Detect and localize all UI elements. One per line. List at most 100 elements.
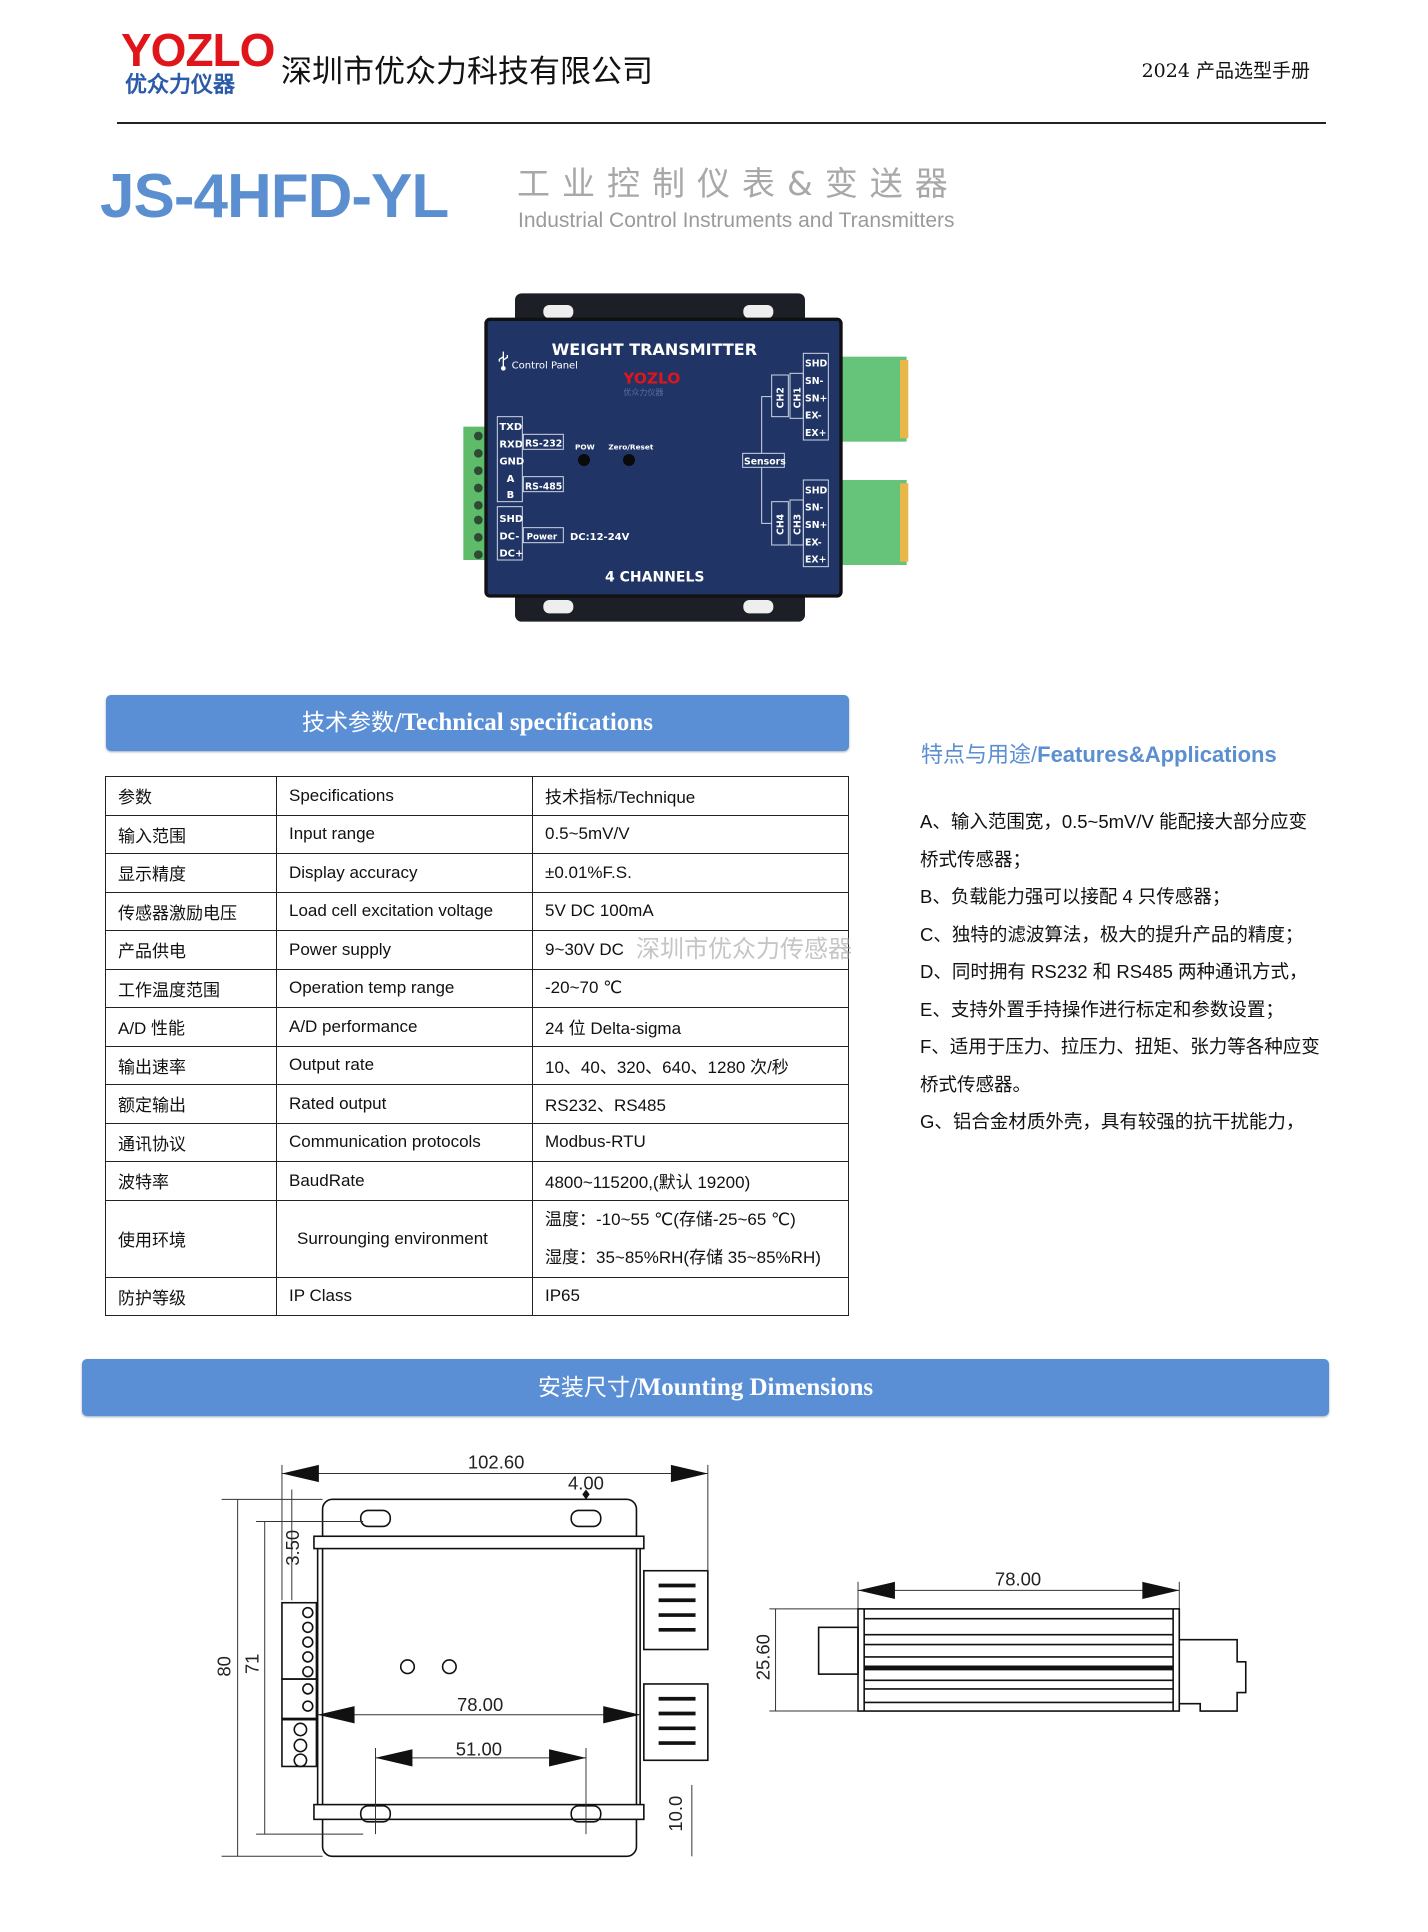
sensor-pin: EX+ [805, 555, 826, 566]
dim-bottom: 10.0 [665, 1796, 686, 1832]
device-logo-sub: 优众力仪器 [623, 387, 663, 397]
terminal-screws [474, 431, 483, 559]
feature-item: A、输入范围宽，0.5~5mV/V 能配接大部分应变桥式传感器； [920, 811, 1308, 870]
logo-subtext: 优众力仪器 [125, 73, 236, 98]
value-cell: 4800~115200,(默认 19200) [532, 1161, 849, 1201]
catalog-label: 2024 产品选型手册 [1141, 60, 1310, 82]
param-en-cell: Communication protocols [276, 1122, 533, 1162]
category-en: Industrial Control Instruments and Trans… [518, 209, 955, 232]
param-cn-cell: 使用环境 [105, 1199, 277, 1278]
usb-icon [498, 351, 508, 371]
value-cell: 5V DC 100mA [532, 891, 849, 931]
mounting-slot [543, 600, 574, 614]
param-en-cell: Rated output [276, 1084, 533, 1124]
feature-item: C、独特的滤波算法，极大的提升产品的精度； [920, 923, 1304, 945]
pow-led [578, 454, 590, 466]
dimension-arrows [281, 1464, 1180, 1767]
pin-label: RXD [499, 439, 523, 450]
dim-height-80: 80 [213, 1656, 234, 1677]
device-body [484, 317, 843, 598]
zero-reset-label: Zero/Reset [608, 442, 654, 451]
company-logo: YOZLO 优众力仪器 [121, 24, 275, 107]
param-en-cell: IP Class [276, 1276, 533, 1316]
param-cn-cell: A/D 性能 [105, 1007, 277, 1047]
value-cell: 0.5~5mV/V [532, 814, 849, 854]
param-cn-cell: 工作温度范围 [105, 968, 277, 1008]
spec-heading-cn: 技术参数/ [302, 710, 402, 736]
side-view [817, 1608, 1247, 1712]
param-en-cell: A/D performance [276, 1007, 533, 1047]
channels-label: 4 CHANNELS [605, 570, 704, 586]
mounting-heading-cn: 安装尺寸/ [537, 1375, 638, 1401]
features-heading-cn: 特点与用途/ [921, 742, 1038, 767]
dim-height-71: 71 [242, 1654, 263, 1675]
dim-overall-width: 102.60 [468, 1452, 524, 1473]
value-line: 温度：-10~55 ℃(存储-25~65 ℃) [545, 1209, 796, 1229]
feature-item: D、同时拥有 RS232 和 RS485 两种通讯方式， [920, 961, 1308, 982]
sensor-pin: SN- [805, 376, 824, 387]
param-cn-cell: 通讯协议 [105, 1122, 277, 1162]
sensor-pin: EX- [805, 411, 822, 422]
dc-voltage-label: DC:12-24V [570, 532, 630, 543]
param-en-cell: Output rate [276, 1045, 533, 1085]
feature-item: E、支持外置手持操作进行标定和参数设置； [920, 998, 1284, 1020]
param-cn-cell: 波特率 [105, 1161, 277, 1201]
param-en-cell: Load cell excitation voltage [276, 891, 533, 931]
param-cn-cell: 参数 [105, 776, 277, 816]
channel-label: CH3 [793, 514, 804, 535]
channel-label: CH1 [793, 387, 804, 408]
sensor-pin: EX+ [805, 428, 826, 439]
value-cell: Modbus-RTU [532, 1122, 849, 1162]
pin-label: DC- [499, 531, 519, 542]
param-en-cell: BaudRate [276, 1161, 533, 1201]
sensors-label: Sensors [744, 456, 786, 467]
param-cn-cell: 防护等级 [105, 1276, 277, 1316]
mounting-slot [743, 305, 774, 319]
pin-label: DC+ [499, 549, 523, 560]
pin-label: B [507, 490, 515, 501]
value-cell: 24 位 Delta-sigma [532, 1007, 849, 1047]
mounting-slot [743, 600, 774, 614]
param-en-cell: Input range [276, 814, 533, 854]
rs485-label: RS-485 [525, 481, 562, 492]
param-cn-cell: 输入范围 [105, 814, 277, 854]
param-en-cell: Specifications [276, 776, 533, 816]
spec-heading-en: Technical specifications [401, 709, 653, 736]
param-cn-cell: 显示精度 [105, 853, 277, 893]
features-heading-en: Features&Applications [1037, 742, 1277, 767]
param-cn-cell: 传感器激励电压 [105, 891, 277, 931]
dim-body-width: 78.00 [457, 1694, 503, 1715]
sensor-pin: SN+ [805, 520, 827, 531]
value-cell: 9~30V DC [532, 930, 849, 970]
product-model: JS-4HFD-YL [100, 162, 449, 231]
control-panel-label: Control Panel [512, 360, 578, 371]
pin-label: TXD [499, 422, 522, 433]
value-cell: 温度：-10~55 ℃(存储-25~65 ℃)湿度：35~85%RH(存储 35… [532, 1199, 849, 1278]
zero-reset-button[interactable] [623, 454, 635, 466]
channel-label: CH2 [775, 387, 786, 408]
device-logo: YOZLO [622, 369, 680, 387]
dimension-lines [221, 1464, 1180, 1857]
logo-text: YOZLO [121, 24, 275, 76]
value-cell: ±0.01%F.S. [532, 853, 849, 893]
sensor-terminal-bottom [836, 480, 907, 565]
param-en-cell: Power supply [276, 930, 533, 970]
mounting-section-header: 安装尺寸/Mounting Dimensions [82, 1359, 1329, 1416]
feature-item: G、铝合金材质外壳，具有较强的抗干扰能力， [920, 1111, 1305, 1132]
header-divider [117, 122, 1326, 124]
pin-label: A [507, 474, 515, 485]
sensor-terminal-top [836, 356, 907, 442]
pin-label-boxes [496, 416, 564, 561]
dim-hole-spacing: 51.00 [456, 1738, 502, 1759]
param-cn-cell: 额定输出 [105, 1084, 277, 1124]
sensor-label-boxes [742, 352, 829, 568]
channel-label: CH4 [775, 513, 786, 535]
sensor-pin: SHD [805, 359, 828, 370]
dim-side-width: 78.00 [995, 1568, 1041, 1589]
